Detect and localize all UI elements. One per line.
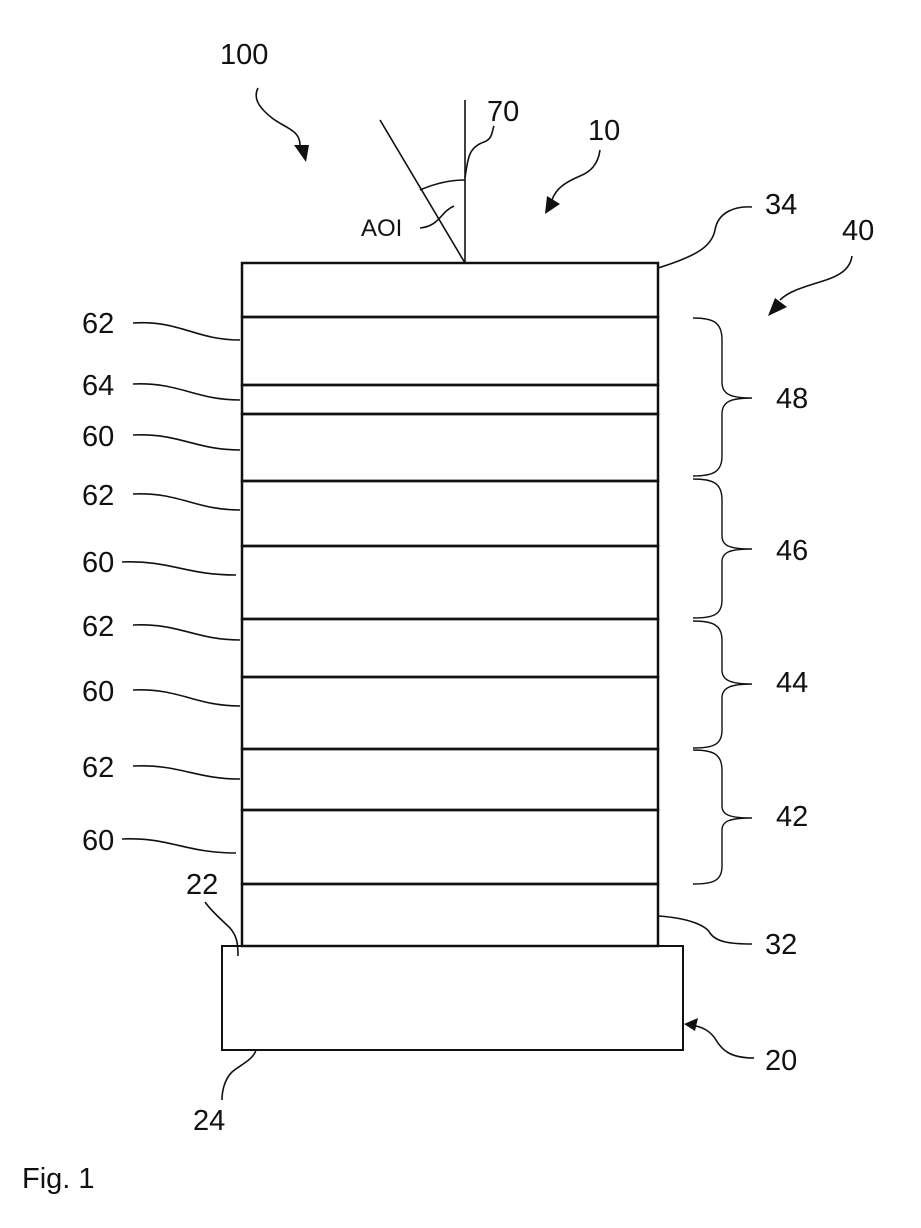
- label-64: 64: [82, 370, 114, 402]
- label-34: 34: [765, 189, 797, 221]
- leader-60-third: [133, 690, 240, 706]
- label-60-bottom: 60: [82, 825, 114, 857]
- arrow-10: [552, 150, 600, 200]
- ray-70-leader: [465, 126, 494, 178]
- label-22: 22: [186, 869, 218, 901]
- label-10: 10: [588, 115, 620, 147]
- leader-60-bottom: [122, 839, 236, 853]
- figure-caption: Fig. 1: [22, 1163, 95, 1195]
- leader-20: [690, 1025, 754, 1058]
- label-aoi: AOI: [361, 215, 402, 242]
- leader-62-top: [133, 323, 240, 340]
- layer-62-top: [242, 317, 658, 385]
- label-44: 44: [776, 667, 808, 699]
- leader-24: [222, 1050, 256, 1100]
- arrow-40-head: [768, 298, 787, 316]
- layer-32: [242, 884, 658, 946]
- layer-60-third: [242, 677, 658, 749]
- layer-62-bottom: [242, 749, 658, 810]
- layer-64: [242, 385, 658, 414]
- label-62-third: 62: [82, 611, 114, 643]
- leader-62-bottom: [133, 766, 240, 779]
- brace-42: [693, 750, 752, 884]
- layer-62-third: [242, 619, 658, 677]
- layer-62-second: [242, 481, 658, 546]
- leader-64: [133, 384, 240, 400]
- label-42: 42: [776, 801, 808, 833]
- label-40: 40: [842, 215, 874, 247]
- layer-34: [242, 263, 658, 317]
- label-60-third: 60: [82, 676, 114, 708]
- label-60-top: 60: [82, 421, 114, 453]
- arrow-100-head: [294, 145, 309, 162]
- label-48: 48: [776, 383, 808, 415]
- label-46: 46: [776, 535, 808, 567]
- arrow-40: [780, 256, 852, 300]
- arrow-100: [256, 88, 300, 145]
- leader-20-arrowhead: [684, 1018, 698, 1031]
- label-62-second: 62: [82, 480, 114, 512]
- label-32: 32: [765, 929, 797, 961]
- layer-60-top: [242, 414, 658, 481]
- aoi-angle-arc: [420, 180, 465, 190]
- brace-48: [693, 318, 752, 476]
- leader-34: [658, 207, 752, 268]
- label-20: 20: [765, 1045, 797, 1077]
- leader-62-second: [133, 494, 240, 510]
- label-100: 100: [220, 39, 268, 71]
- leader-62-third: [133, 625, 240, 640]
- leader-32: [658, 916, 752, 944]
- leader-60-second: [122, 562, 236, 575]
- brace-44: [693, 621, 752, 748]
- label-62-top: 62: [82, 308, 114, 340]
- substrate-20: [222, 946, 683, 1050]
- leader-60-top: [133, 435, 240, 450]
- label-62-bottom: 62: [82, 752, 114, 784]
- layer-60-bottom: [242, 810, 658, 884]
- layer-60-second: [242, 546, 658, 619]
- label-60-second: 60: [82, 547, 114, 579]
- brace-46: [693, 479, 752, 618]
- label-24: 24: [193, 1105, 225, 1137]
- label-70: 70: [487, 96, 519, 128]
